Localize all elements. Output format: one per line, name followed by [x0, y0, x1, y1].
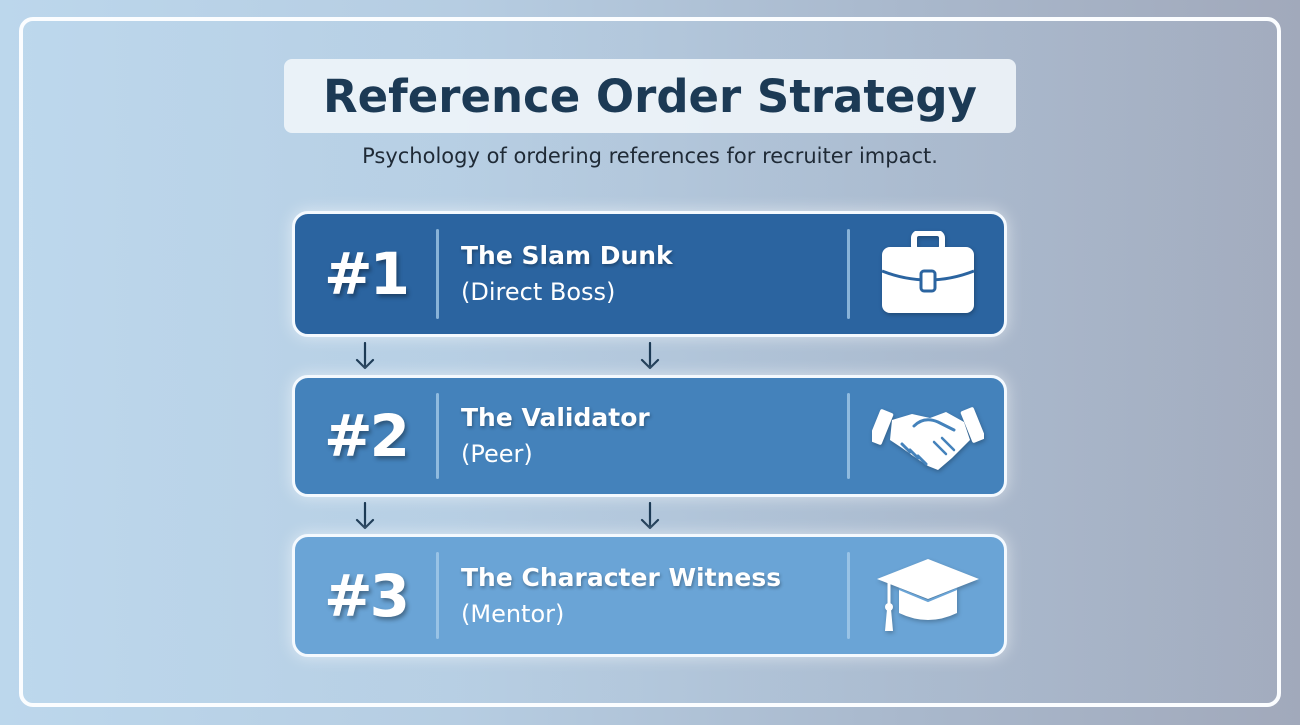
title-banner: Reference Order Strategy: [284, 59, 1016, 133]
divider: [436, 229, 439, 319]
arrow-down-icon: [355, 342, 375, 370]
divider: [847, 552, 850, 639]
step-card-3: #3 The Character Witness (Mentor): [292, 534, 1007, 657]
divider: [847, 393, 850, 479]
step-sublabel: (Mentor): [461, 599, 565, 628]
arrow-down-icon: [640, 502, 660, 530]
step-rank: #1: [324, 240, 410, 308]
step-sublabel: (Peer): [461, 440, 533, 468]
step-text: The Slam Dunk (Direct Boss): [461, 214, 673, 334]
briefcase-icon: [867, 214, 989, 334]
divider: [847, 229, 850, 319]
divider: [436, 393, 439, 479]
step-text: The Character Witness (Mentor): [461, 537, 781, 654]
page-subtitle: Psychology of ordering references for re…: [362, 144, 938, 168]
step-rank: #3: [324, 561, 410, 630]
step-rank: #2: [324, 402, 410, 470]
page-title: Reference Order Strategy: [323, 69, 977, 123]
handshake-icon: [867, 378, 989, 494]
step-text: The Validator (Peer): [461, 378, 650, 494]
step-label: The Validator: [461, 403, 650, 432]
step-card-1: #1 The Slam Dunk (Direct Boss): [292, 211, 1007, 337]
arrow-down-icon: [640, 342, 660, 370]
step-label: The Character Witness: [461, 562, 782, 592]
graduation-cap-icon: [867, 537, 989, 654]
divider: [436, 552, 439, 639]
step-card-2: #2 The Validator (Peer): [292, 375, 1007, 497]
step-sublabel: (Direct Boss): [461, 278, 616, 306]
arrow-down-icon: [355, 502, 375, 530]
step-label: The Slam Dunk: [461, 241, 673, 270]
